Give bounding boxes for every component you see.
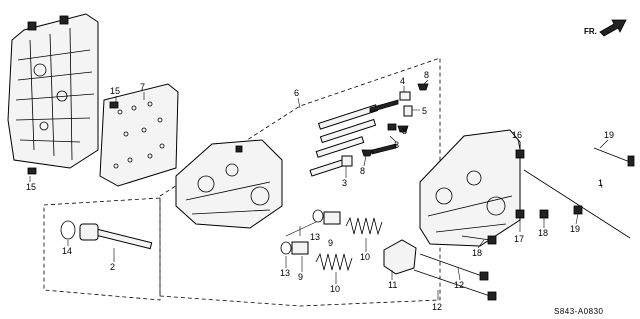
manual-valve-shaft [79, 223, 153, 250]
callout-15-upper: 15 [110, 86, 120, 96]
dowel-pin-upper [109, 101, 119, 109]
bolt-head-19 [573, 205, 583, 215]
callout-13-upper: 13 [310, 232, 320, 242]
callout-19-upper: 19 [604, 130, 614, 140]
callout-8-upper: 8 [424, 70, 429, 80]
spring-lower [315, 252, 353, 272]
callout-7: 7 [140, 82, 145, 92]
front-direction-label: FR. [584, 27, 597, 36]
sleeve-lower [291, 241, 309, 255]
callout-10-lower: 10 [330, 284, 340, 294]
bolt-12-lower [413, 269, 497, 301]
callout-4: 4 [400, 76, 405, 86]
arrow-icon [599, 19, 627, 37]
bolt-12-long [419, 253, 489, 281]
callout-13-lower: 13 [280, 268, 290, 278]
leaders [29, 79, 609, 300]
callout-18-left: 18 [472, 248, 482, 258]
callout-5: 5 [422, 106, 427, 116]
diagram-code: S843-A0830 [554, 307, 604, 316]
filter-element [403, 105, 413, 117]
callout-8-middle: 8 [402, 126, 407, 136]
callout-17: 17 [514, 234, 524, 244]
callout-18-right: 18 [538, 228, 548, 238]
retaining-clip-lower [361, 149, 373, 157]
right-valve-body [419, 129, 521, 247]
callout-6: 6 [294, 88, 299, 98]
o-ring-lower [280, 241, 292, 255]
bolt-head-16 [515, 149, 525, 159]
callout-9-upper: 9 [328, 238, 333, 248]
callout-19-lower: 19 [570, 224, 580, 234]
callout-3-right: 3 [394, 140, 399, 150]
callout-11: 11 [388, 280, 397, 290]
o-ring-large [60, 220, 76, 240]
callout-12-upper: 12 [454, 280, 464, 290]
separator-plate [99, 83, 179, 187]
spring-upper [345, 216, 383, 236]
check-valve [341, 155, 353, 167]
bolt-18-lower [461, 235, 497, 245]
bolt-long-top [593, 147, 635, 167]
callout-9-lower: 9 [298, 272, 303, 282]
callout-2: 2 [110, 262, 115, 272]
bolt-long-right [523, 169, 631, 239]
bolt-head-18-upper [539, 209, 549, 219]
spool-valve-set [309, 99, 399, 177]
front-direction-indicator: FR. [584, 19, 627, 37]
callout-8-lower: 8 [360, 166, 365, 176]
sleeve-upper [323, 211, 341, 225]
callout-12-lower: 12 [432, 302, 442, 312]
dowel-pin-lower [27, 167, 37, 175]
group-outline [159, 57, 441, 307]
group-outline-left [43, 197, 161, 301]
main-valve-body [7, 13, 99, 169]
callout-16: 16 [512, 130, 522, 140]
accumulator-cover [383, 239, 417, 275]
callout-10-upper: 10 [360, 252, 370, 262]
callout-14: 14 [62, 246, 72, 256]
retaining-clip-upper [417, 83, 429, 91]
callout-3-left: 3 [342, 178, 347, 188]
bolt-head-17 [515, 209, 525, 219]
callout-15-lower: 15 [26, 182, 36, 192]
valve-cap [399, 91, 411, 101]
o-ring-upper [312, 209, 324, 223]
callout-1: 1 [598, 178, 603, 188]
secondary-valve-body [175, 139, 283, 229]
